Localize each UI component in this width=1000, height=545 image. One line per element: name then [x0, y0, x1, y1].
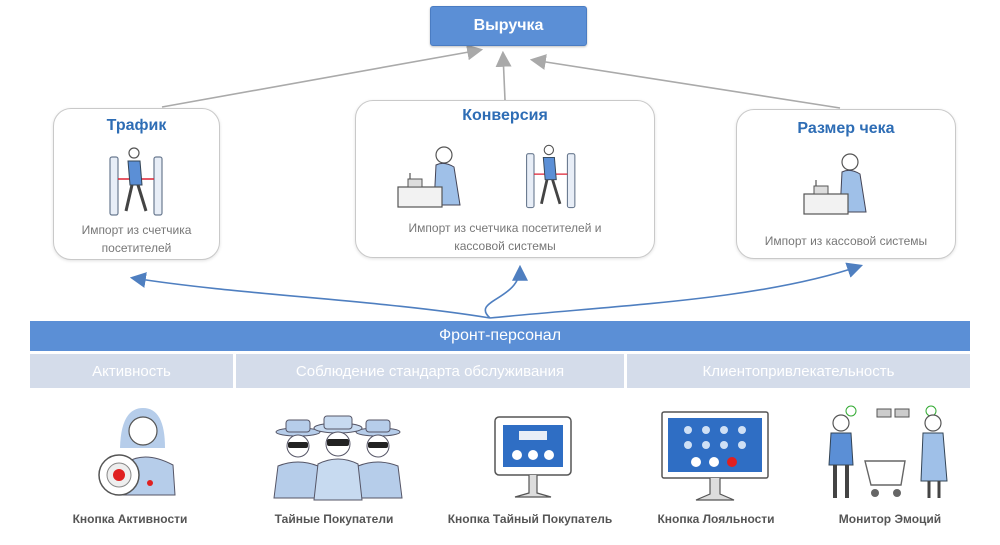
subcategory-activity: Активность	[30, 354, 233, 388]
card-conversion: Конверсия Импорт из счетчика посетителей…	[355, 100, 655, 258]
activity-button-icon	[98, 408, 176, 496]
arrow-conversion-revenue	[495, 50, 512, 101]
card-traffic-title: Трафик	[106, 117, 167, 134]
arrow-front-conversion	[484, 264, 528, 319]
cashier-icon	[397, 146, 461, 208]
subcategory-activity-label: Активность	[92, 362, 171, 380]
tool-emotion-monitor-label: Монитор Эмоций	[838, 512, 942, 526]
card-conversion-desc-2: кассовой системы	[454, 239, 556, 253]
card-check-size-desc-1: Импорт из кассовой системы	[764, 234, 928, 248]
card-check-size: Размер чека Импорт из кассовой системы	[736, 109, 956, 259]
emotion-monitor-icon	[828, 405, 948, 498]
subcategory-attractiveness-label: Клиентопривлекательность	[702, 362, 895, 380]
card-traffic-desc-2: посетителей	[101, 241, 172, 255]
mystery-shoppers-icon	[273, 415, 403, 501]
front-staff-bar: Фронт-персонал	[30, 321, 970, 351]
subcategory-attractiveness: Клиентопривлекательность	[627, 354, 970, 388]
loyalty-button-icon	[661, 411, 769, 501]
revenue-box: Выручка	[430, 6, 587, 46]
mystery-shopper-button-icon	[494, 416, 572, 498]
card-conversion-title: Конверсия	[462, 107, 548, 124]
arrow-traffic-revenue	[161, 44, 484, 108]
arrow-check-revenue	[529, 54, 841, 109]
subcategory-service-standard: Соблюдение стандарта обслуживания	[236, 354, 624, 388]
revenue-label: Выручка	[473, 17, 544, 34]
tool-mystery-shopper-button-label: Кнопка Тайный Покупатель	[447, 512, 613, 526]
arrow-front-traffic	[129, 272, 491, 319]
tool-loyalty-button-label: Кнопка Лояльности	[657, 512, 775, 526]
turnstile-walker-icon	[109, 147, 163, 216]
cashier-icon	[803, 153, 867, 215]
arrow-front-check	[489, 262, 864, 319]
card-traffic-desc-1: Импорт из счетчика	[81, 223, 192, 237]
tool-mystery-shoppers-label: Тайные Покупатели	[274, 512, 394, 526]
front-staff-label: Фронт-персонал	[438, 327, 562, 344]
card-check-size-title: Размер чека	[797, 120, 895, 137]
subcategory-service-standard-label: Соблюдение стандарта обслуживания	[295, 362, 565, 380]
card-conversion-desc-1: Импорт из счетчика посетителей и	[408, 221, 602, 235]
card-traffic: Трафик Импорт из счетчика посетителей	[53, 108, 220, 260]
tool-activity-button-label: Кнопка Активности	[72, 512, 188, 526]
turnstile-walker-icon	[526, 144, 576, 209]
